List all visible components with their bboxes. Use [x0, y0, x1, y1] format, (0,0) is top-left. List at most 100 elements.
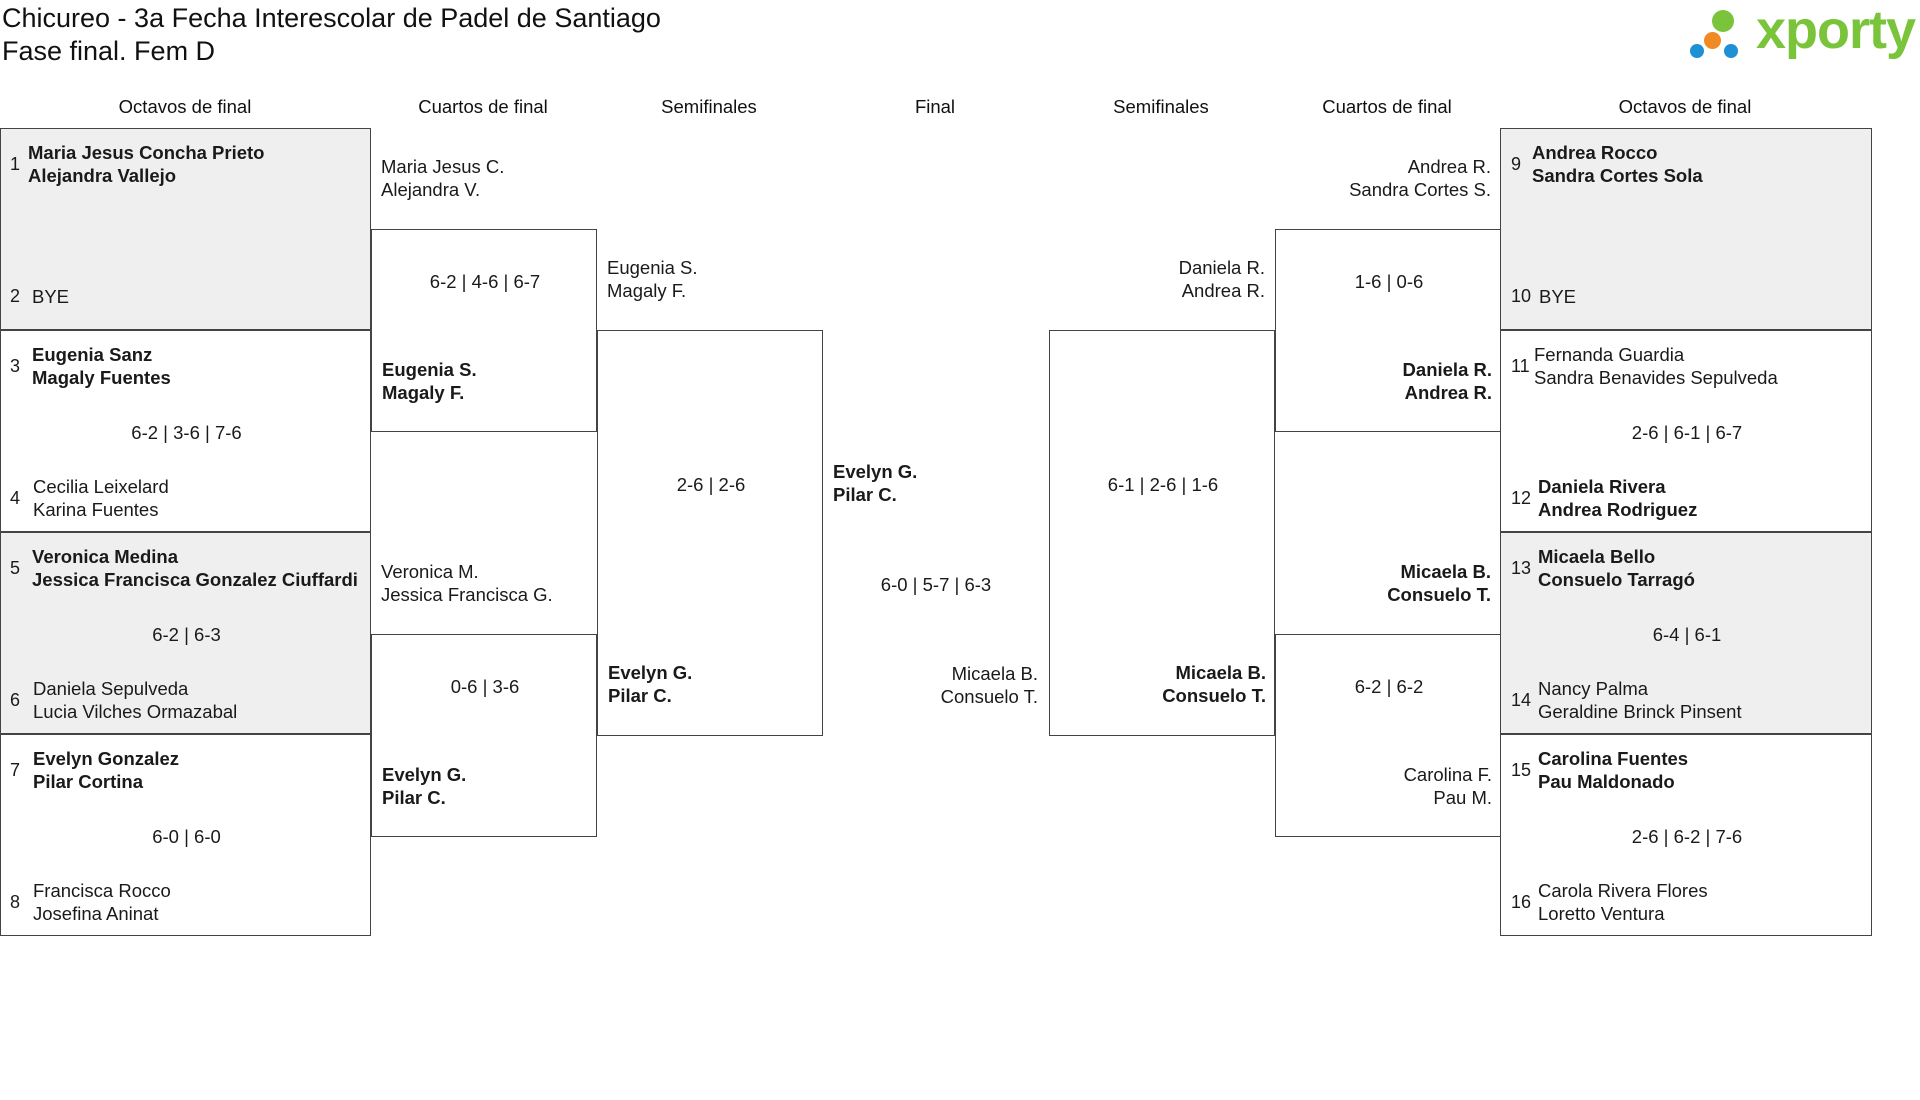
player-name: Jessica Francisca G.	[381, 584, 553, 605]
player-name: Pau Maldonado	[1538, 771, 1675, 792]
team-entry: Eugenia S. Magaly F.	[607, 256, 698, 302]
seed-number: 2	[10, 286, 21, 306]
player-name: Loretto Ventura	[1538, 903, 1665, 924]
match-r16-right-4[interactable]: 15 Carolina Fuentes Pau Maldonado 2-6 | …	[1500, 734, 1872, 936]
player-name: Carola Rivera Flores	[1538, 880, 1708, 901]
player-name: Veronica Medina	[32, 546, 178, 567]
player-name: Magaly F.	[382, 382, 465, 403]
player-name: Sandra Cortes S.	[1349, 179, 1491, 200]
match-r16-left-1[interactable]: 1 Maria Jesus Concha Prieto Alejandra Va…	[0, 128, 371, 330]
team-entry: Carola Rivera Flores Loretto Ventura	[1538, 879, 1708, 925]
seed-number: 5	[10, 558, 21, 578]
player-name: Micaela B.	[1400, 561, 1492, 582]
seed-number: 1	[10, 154, 21, 174]
team-entry: Veronica M. Jessica Francisca G.	[381, 560, 553, 606]
match-score: 0-6 | 3-6	[450, 676, 520, 697]
player-name: Carolina Fuentes	[1538, 748, 1689, 769]
seed-number: 3	[10, 356, 21, 376]
match-score: 6-2 | 4-6 | 6-7	[429, 271, 541, 292]
logo-dot-blue-small	[1724, 44, 1738, 58]
player-name: Fernanda Guardia	[1534, 344, 1685, 365]
xporty-logo[interactable]: xporty	[1690, 0, 1920, 66]
player-name: Alejandra Vallejo	[28, 165, 177, 186]
player-name: Evelyn G.	[833, 461, 918, 482]
seed-number: 10	[1511, 286, 1532, 306]
team-entry: Daniela R. Andrea R.	[1049, 256, 1265, 302]
seed-number: 14	[1511, 690, 1532, 710]
team-entry: Evelyn G. Pilar C.	[833, 460, 917, 506]
match-r16-right-2[interactable]: 11 Fernanda Guardia Sandra Benavides Sep…	[1500, 330, 1872, 532]
match-qf-left-2[interactable]: 0-6 | 3-6 Evelyn G. Pilar C.	[371, 634, 597, 837]
player-name: Sandra Benavides Sepulveda	[1534, 367, 1778, 388]
match-qf-left-1[interactable]: 6-2 | 4-6 | 6-7 Eugenia S. Magaly F.	[371, 229, 597, 432]
team-entry: Evelyn Gonzalez Pilar Cortina	[33, 747, 179, 793]
round-header-sf-right: Semifinales	[1113, 96, 1209, 117]
player-name: Micaela B.	[951, 663, 1038, 684]
team-entry: Evelyn G. Pilar C.	[608, 661, 692, 707]
match-r16-left-3[interactable]: 5 Veronica Medina Jessica Francisca Gonz…	[0, 532, 371, 734]
seed-number: 12	[1511, 488, 1532, 508]
round-header-final: Final	[914, 96, 956, 117]
player-name: Sandra Cortes Sola	[1532, 165, 1703, 186]
player-name: Micaela B.	[1175, 662, 1267, 683]
match-score: 6-2 | 6-3	[152, 624, 221, 645]
player-name: Maria Jesus C.	[381, 156, 505, 177]
player-name: Francisca Rocco	[33, 880, 171, 901]
team-entry: Maria Jesus C. Alejandra V.	[381, 155, 504, 201]
match-r16-left-4[interactable]: 7 Evelyn Gonzalez Pilar Cortina 6-0 | 6-…	[0, 734, 371, 936]
player-name: Pilar C.	[608, 685, 672, 706]
round-header-qf-right: Cuartos de final	[1322, 96, 1452, 117]
match-sf-left[interactable]: 2-6 | 2-6 Evelyn G. Pilar C.	[597, 330, 823, 736]
team-entry: Andrea R. Sandra Cortes S.	[1275, 155, 1491, 201]
round-header-r16-left: Octavos de final	[118, 96, 252, 117]
team-entry: Francisca Rocco Josefina Aninat	[33, 879, 171, 925]
seed-number: 16	[1511, 892, 1532, 912]
final-score: 6-0 | 5-7 | 6-3	[880, 574, 992, 595]
tournament-title: Chicureo - 3a Fecha Interescolar de Pade…	[2, 3, 661, 33]
team-entry: Veronica Medina Jessica Francisca Gonzal…	[32, 545, 358, 591]
match-r16-right-3[interactable]: 13 Micaela Bello Consuelo Tarragó 6-4 | …	[1500, 532, 1872, 734]
seed-number: 9	[1511, 154, 1522, 174]
player-name: Magaly F.	[607, 280, 687, 301]
player-name: Geraldine Brinck Pinsent	[1538, 701, 1742, 722]
team-entry: Daniela R. Andrea R.	[1276, 358, 1492, 404]
team-entry: Carolina Fuentes Pau Maldonado	[1538, 747, 1688, 793]
team-entry: Fernanda Guardia Sandra Benavides Sepulv…	[1534, 343, 1778, 389]
match-score: 6-4 | 6-1	[1652, 624, 1722, 645]
logo-dot-green	[1712, 10, 1734, 32]
round-header-r16-right: Octavos de final	[1618, 96, 1752, 117]
bye-entry: BYE	[32, 286, 70, 307]
player-name: Evelyn G.	[382, 764, 467, 785]
match-score: 2-6 | 6-2 | 7-6	[1631, 826, 1743, 847]
match-score: 6-2 | 3-6 | 7-6	[131, 422, 242, 443]
player-name: Consuelo T.	[1387, 584, 1491, 605]
match-r16-right-1[interactable]: 9 Andrea Rocco Sandra Cortes Sola 10 BYE	[1500, 128, 1872, 330]
player-name: Maria Jesus Concha Prieto	[28, 142, 265, 163]
match-r16-left-2[interactable]: 3 Eugenia Sanz Magaly Fuentes 6-2 | 3-6 …	[0, 330, 371, 532]
match-qf-right-2[interactable]: 6-2 | 6-2 Carolina F. Pau M.	[1275, 634, 1501, 837]
team-entry: Daniela Rivera Andrea Rodriguez	[1538, 475, 1697, 521]
team-entry: Andrea Rocco Sandra Cortes Sola	[1532, 141, 1703, 187]
seed-number: 6	[10, 690, 21, 710]
player-name: Daniela R.	[1402, 359, 1492, 380]
seed-number: 8	[10, 892, 21, 912]
player-name: Daniela R.	[1178, 257, 1265, 278]
player-name: Andrea Rocco	[1532, 142, 1658, 163]
match-qf-right-1[interactable]: 1-6 | 0-6 Daniela R. Andrea R.	[1275, 229, 1501, 432]
player-name: Josefina Aninat	[33, 903, 159, 924]
seed-number: 15	[1511, 760, 1532, 780]
match-score: 6-0 | 6-0	[152, 826, 221, 847]
match-score: 2-6 | 6-1 | 6-7	[1631, 422, 1743, 443]
team-entry: Evelyn G. Pilar C.	[382, 763, 466, 809]
player-name: Daniela Rivera	[1538, 476, 1666, 497]
match-sf-right[interactable]: 6-1 | 2-6 | 1-6 Micaela B. Consuelo T.	[1049, 330, 1275, 736]
player-name: Evelyn Gonzalez	[33, 748, 179, 769]
player-name: Consuelo Tarragó	[1538, 569, 1695, 590]
bye-entry: BYE	[1539, 286, 1577, 307]
player-name: Andrea R.	[1407, 156, 1491, 177]
phase-subtitle: Fase final. Fem D	[2, 36, 216, 66]
seed-number: 11	[1511, 356, 1530, 376]
player-name: Eugenia S.	[382, 359, 477, 380]
player-name: Evelyn G.	[608, 662, 693, 683]
seed-number: 7	[10, 760, 21, 780]
